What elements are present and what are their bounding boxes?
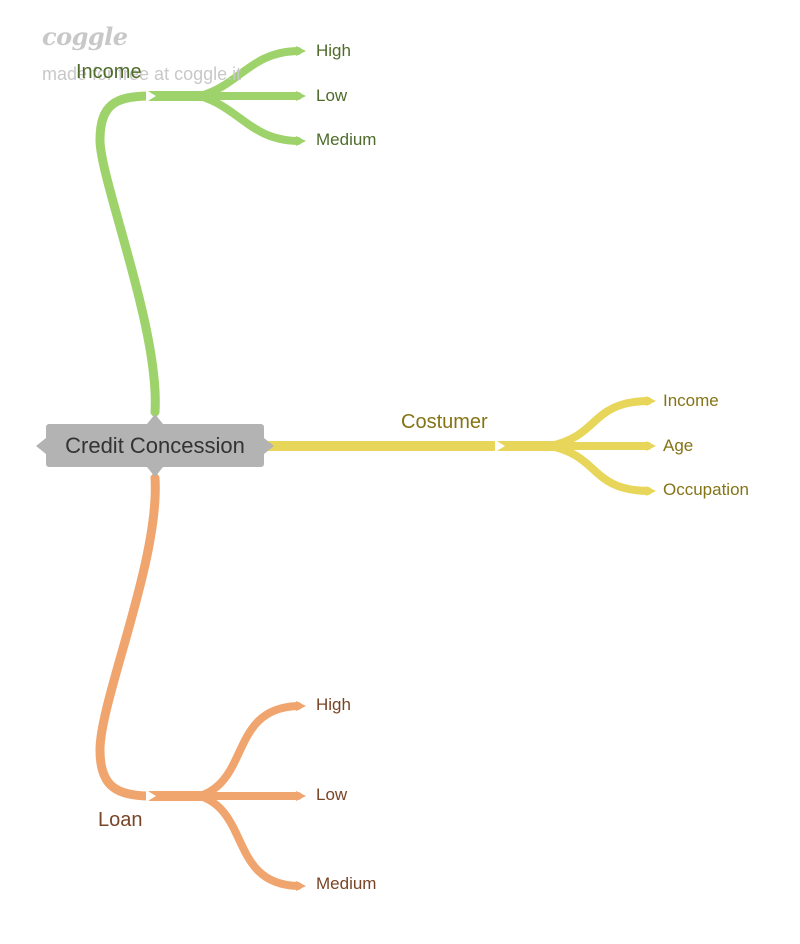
root-node[interactable]: Credit Concession bbox=[46, 424, 264, 467]
costumer-branch-lines bbox=[268, 396, 656, 496]
root-node-label: Credit Concession bbox=[65, 432, 245, 458]
costumer-branch-label[interactable]: Costumer bbox=[401, 411, 488, 433]
income-trunk-notch bbox=[146, 90, 156, 102]
income-leaf-high[interactable]: High bbox=[316, 41, 351, 60]
loan-main-connector bbox=[95, 473, 160, 801]
costumer-leaf-income[interactable]: Income bbox=[663, 391, 719, 410]
loan-leaf-low[interactable]: Low bbox=[316, 785, 348, 804]
loan-leaf-high-arrow bbox=[296, 701, 306, 711]
coggle-logo[interactable]: coggle bbox=[42, 22, 128, 51]
loan-branch-lines bbox=[95, 473, 306, 891]
costumer-leaf-occupation-arrow bbox=[646, 486, 656, 496]
loan-leaf-high-connector bbox=[196, 702, 302, 800]
loan-trunk-notch bbox=[146, 790, 156, 802]
income-leaf-medium[interactable]: Medium bbox=[316, 130, 377, 149]
loan-leaf-medium-connector bbox=[196, 792, 302, 890]
income-branch-label[interactable]: Income bbox=[76, 61, 142, 83]
root-up-arrow-icon bbox=[147, 414, 163, 424]
costumer-leaf-occupation-connector bbox=[546, 442, 652, 495]
costumer-leaf-income-arrow bbox=[646, 396, 656, 406]
income-leaf-low[interactable]: Low bbox=[316, 86, 348, 105]
costumer-leaf-occupation[interactable]: Occupation bbox=[663, 480, 749, 499]
income-leaf-high-connector bbox=[196, 47, 302, 100]
root-right-arrow-icon bbox=[264, 438, 274, 454]
loan-leaf-low-arrow bbox=[296, 791, 306, 801]
income-main-connector bbox=[95, 91, 160, 417]
income-leaf-low-arrow bbox=[296, 91, 306, 101]
income-leaf-high-arrow bbox=[296, 46, 306, 56]
loan-branch-label[interactable]: Loan bbox=[98, 809, 143, 831]
loan-leaf-medium[interactable]: Medium bbox=[316, 874, 377, 893]
costumer-leaf-income-connector bbox=[546, 397, 652, 450]
costumer-leaf-age-arrow bbox=[646, 441, 656, 451]
costumer-leaf-age[interactable]: Age bbox=[663, 436, 694, 455]
income-leaf-medium-connector bbox=[196, 92, 302, 145]
watermark-tagline[interactable]: made for free at coggle.it bbox=[42, 64, 242, 84]
income-leaf-medium-arrow bbox=[296, 136, 306, 146]
loan-leaf-medium-arrow bbox=[296, 881, 306, 891]
costumer-trunk-notch bbox=[495, 440, 505, 452]
root-left-arrow-icon bbox=[36, 438, 46, 454]
root-down-arrow-icon bbox=[147, 467, 163, 477]
income-branch-lines bbox=[95, 46, 306, 417]
loan-leaf-high[interactable]: High bbox=[316, 695, 351, 714]
